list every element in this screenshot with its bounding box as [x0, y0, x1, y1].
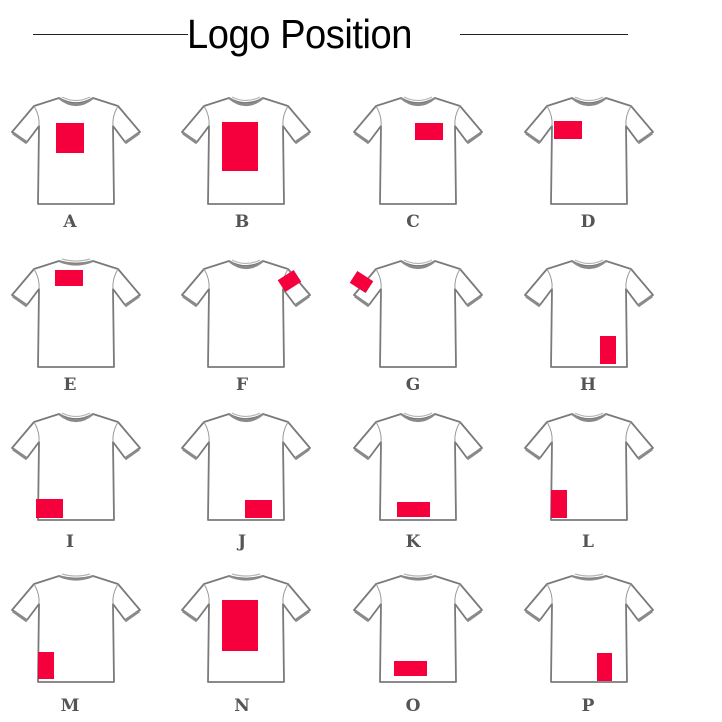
logo-placement-marker	[394, 661, 427, 676]
logo-placement-marker	[551, 490, 567, 518]
position-label: M	[60, 696, 80, 716]
tshirt-back-icon	[524, 572, 654, 684]
position-label: E	[63, 375, 77, 395]
logo-placement-marker	[38, 652, 54, 679]
tshirt-front-icon	[353, 258, 483, 369]
logo-placement-marker	[554, 121, 582, 139]
position-label: A	[63, 212, 77, 232]
tshirt-back-icon	[11, 572, 141, 684]
position-label: B	[234, 212, 250, 232]
tshirt-front-icon	[11, 411, 141, 522]
logo-placement-marker	[245, 500, 272, 518]
position-label: G	[405, 375, 421, 395]
tshirt-front-icon	[524, 258, 654, 369]
tshirt-front-icon	[353, 95, 483, 206]
position-label: F	[235, 375, 249, 395]
logo-placement-marker	[397, 502, 430, 517]
position-label: J	[237, 532, 247, 552]
position-label: H	[579, 375, 597, 395]
logo-placement-marker	[415, 123, 443, 140]
logo-placement-marker	[36, 499, 63, 518]
position-label: L	[582, 532, 594, 552]
logo-placement-marker	[55, 270, 83, 286]
page-title: Logo Position	[187, 11, 413, 57]
position-label: N	[234, 696, 250, 716]
title-header: Logo Position	[0, 0, 722, 70]
position-label: K	[405, 532, 421, 552]
position-label: O	[405, 696, 421, 716]
title-right-rule	[460, 34, 628, 35]
position-label: D	[580, 212, 596, 232]
logo-placement-marker	[597, 653, 612, 681]
title-left-rule	[33, 34, 188, 35]
logo-placement-marker	[222, 600, 258, 651]
tshirt-front-icon	[524, 411, 654, 522]
logo-placement-marker	[56, 123, 84, 153]
logo-placement-marker	[600, 336, 616, 364]
position-label: P	[581, 696, 595, 716]
logo-placement-marker	[222, 122, 258, 171]
position-label: I	[66, 532, 74, 552]
position-label: C	[406, 212, 420, 232]
tshirt-front-icon	[524, 95, 654, 206]
